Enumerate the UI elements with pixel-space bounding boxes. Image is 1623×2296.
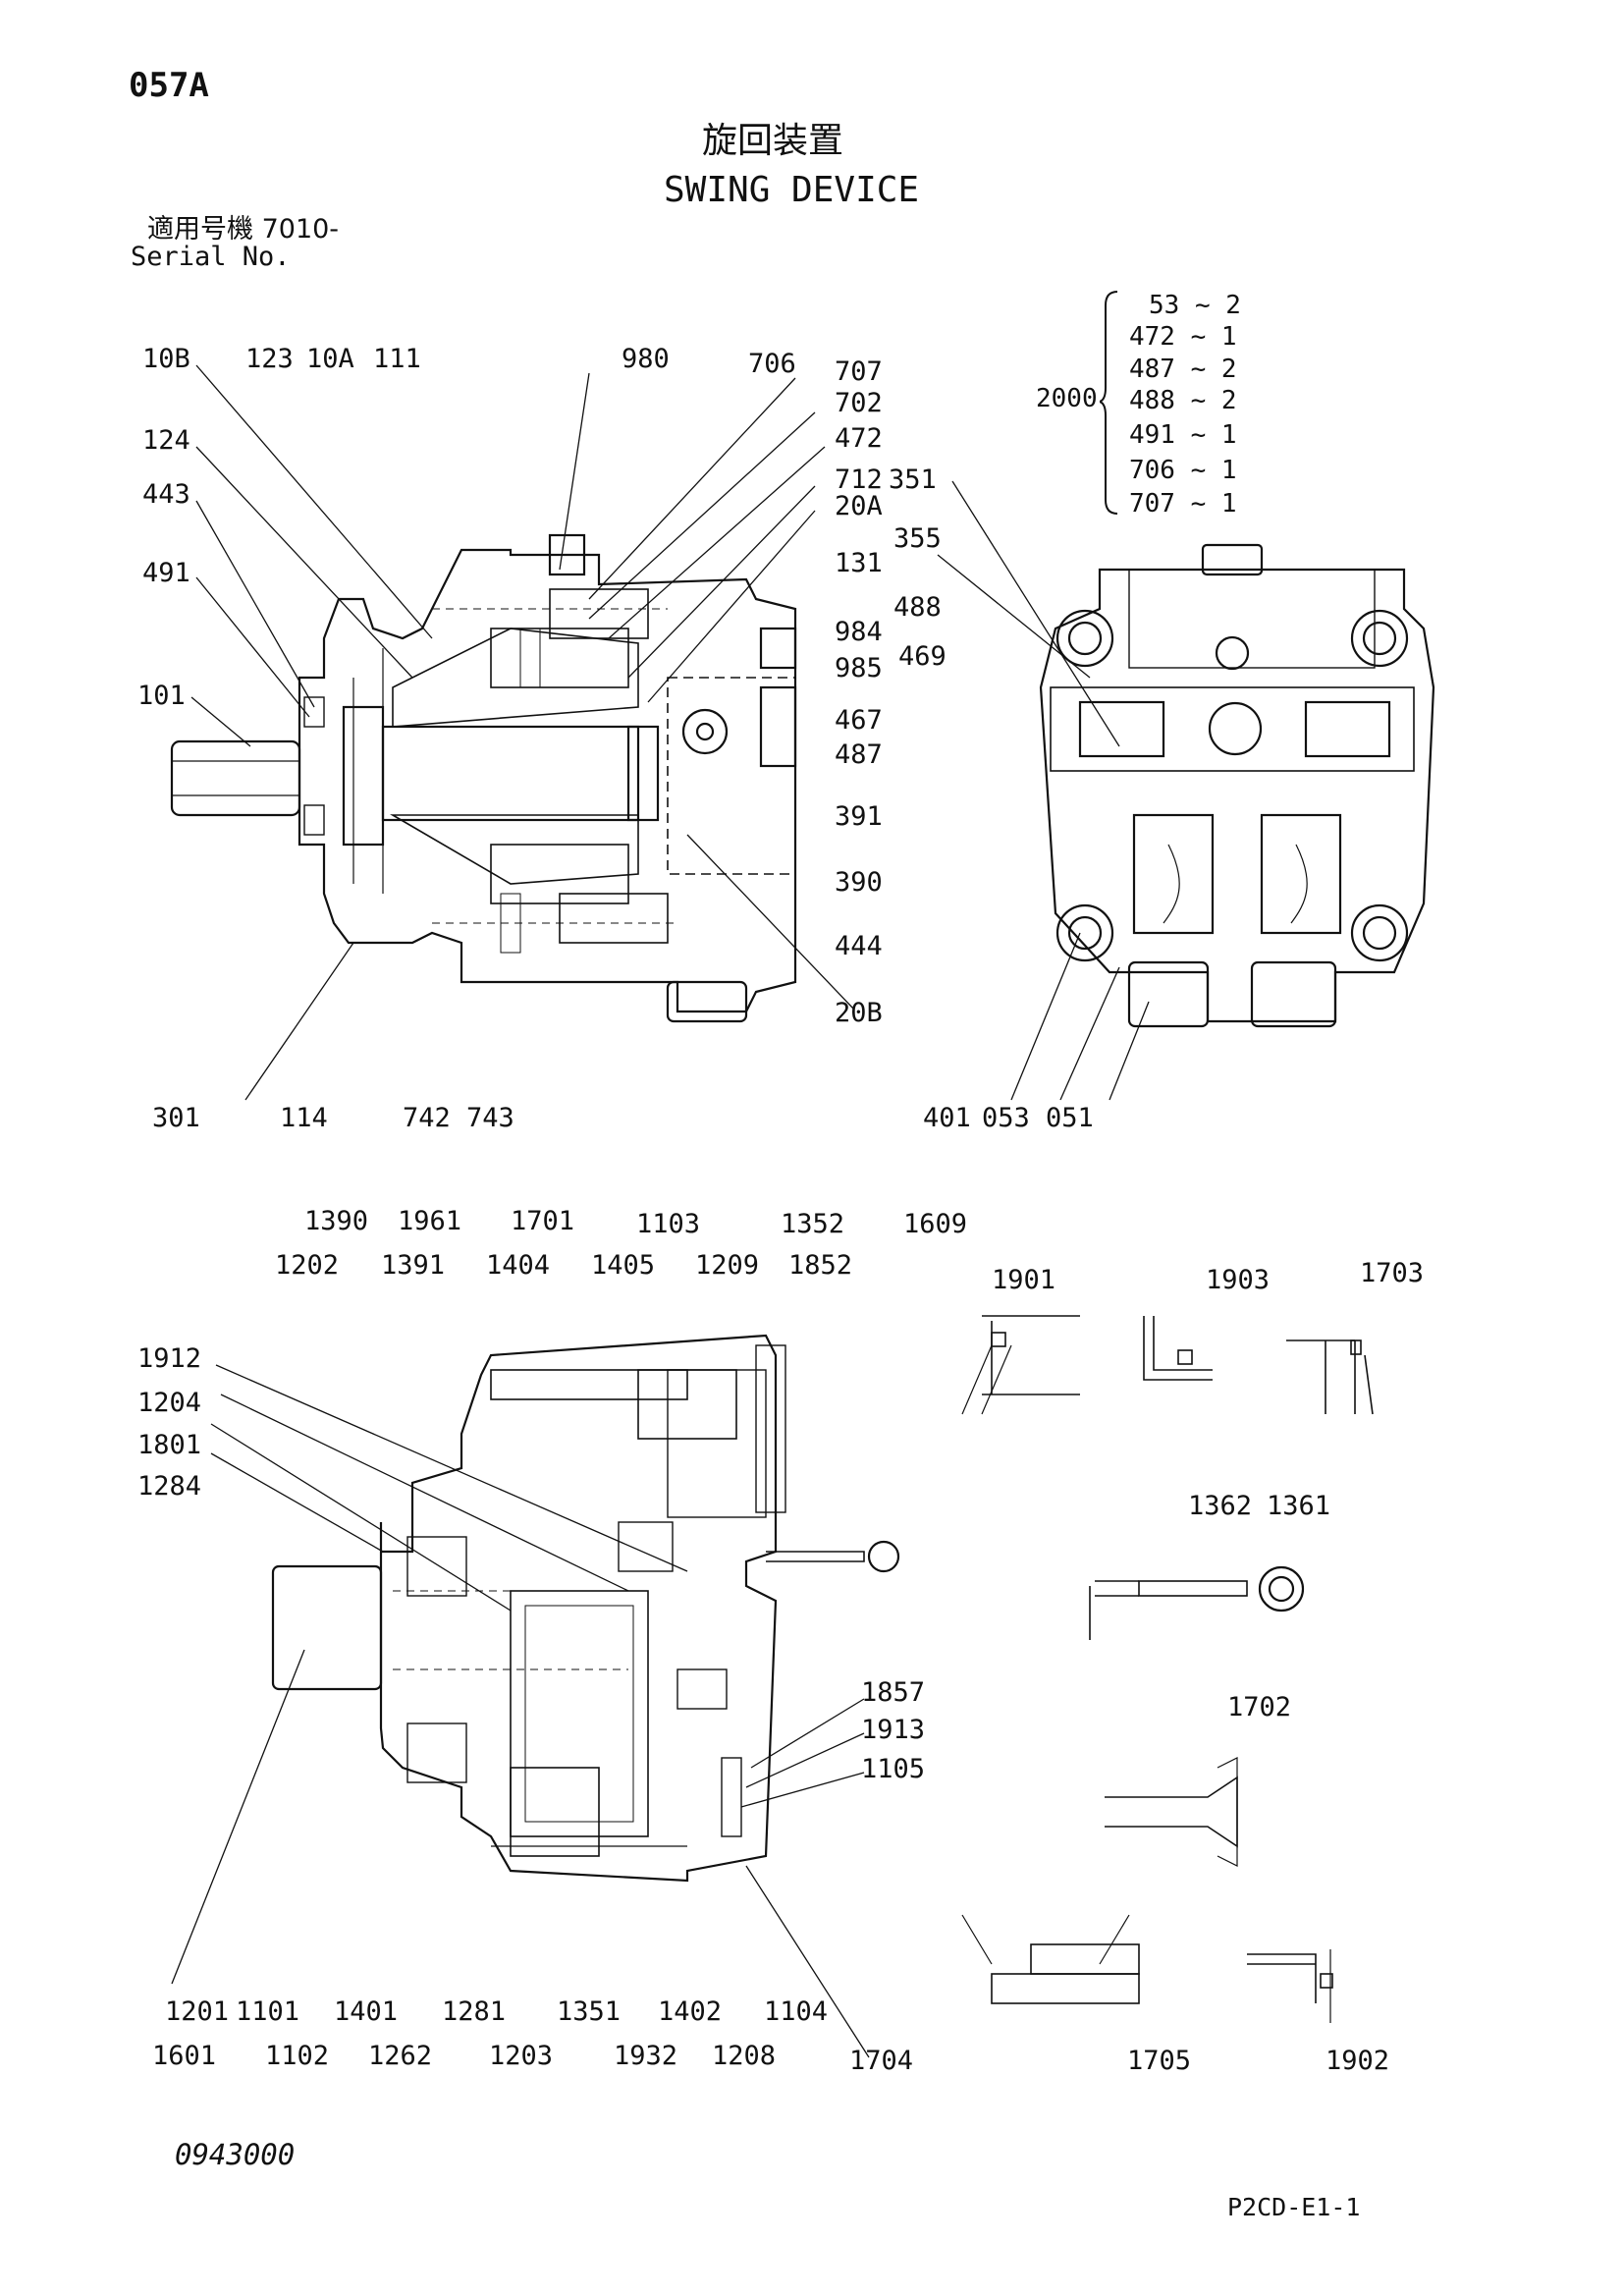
part-callout-391: 391 — [835, 801, 883, 832]
motor-side-view — [170, 533, 797, 1023]
part-callout-1351: 1351 — [557, 1996, 622, 2027]
kit-item: 707 ~ 1 — [1129, 489, 1237, 519]
part-callout-101: 101 — [137, 681, 186, 711]
part-callout-1961: 1961 — [398, 1206, 462, 1236]
part-callout-053: 053 — [982, 1103, 1030, 1133]
part-callout-390: 390 — [835, 867, 883, 898]
part-callout-1913: 1913 — [861, 1715, 926, 1745]
part-callout-1209: 1209 — [695, 1250, 760, 1281]
part-callout-114: 114 — [280, 1103, 328, 1133]
part-callout-10B: 10B — [142, 344, 190, 374]
part-callout-124: 124 — [142, 425, 190, 456]
part-callout-355: 355 — [893, 523, 942, 554]
part-callout-1391: 1391 — [381, 1250, 446, 1281]
part-callout-1704: 1704 — [849, 2046, 914, 2076]
part-callout-1202: 1202 — [275, 1250, 340, 1281]
part-callout-980: 980 — [622, 344, 670, 374]
part-callout-443: 443 — [142, 479, 190, 510]
part-callout-1703: 1703 — [1360, 1258, 1425, 1288]
part-callout-712: 712 — [835, 465, 883, 495]
part-callout-707: 707 — [835, 356, 883, 387]
part-callout-1281: 1281 — [442, 1996, 507, 2027]
part-callout-706: 706 — [748, 349, 796, 379]
part-callout-351: 351 — [889, 465, 937, 495]
serial-label-japanese: 適用号機 7010- — [147, 214, 340, 245]
part-callout-111: 111 — [373, 344, 421, 374]
part-callout-1404: 1404 — [486, 1250, 551, 1281]
reduction-gear-view — [271, 1334, 900, 1883]
part-callout-1390: 1390 — [304, 1206, 369, 1236]
part-callout-1201: 1201 — [165, 1996, 230, 2027]
kit-item: 53 ~ 2 — [1149, 291, 1241, 320]
part-callout-1103: 1103 — [636, 1209, 701, 1239]
page-code: 057A — [129, 66, 209, 105]
part-callout-1284: 1284 — [137, 1471, 202, 1502]
title-english: SWING DEVICE — [664, 170, 920, 210]
title-japanese: 旋回装置 — [702, 121, 844, 161]
part-callout-1912: 1912 — [137, 1343, 202, 1374]
part-callout-1852: 1852 — [788, 1250, 853, 1281]
part-callout-985: 985 — [835, 653, 883, 683]
part-callout-1101: 1101 — [236, 1996, 300, 2027]
part-callout-488: 488 — [893, 592, 942, 623]
kit-item: 488 ~ 2 — [1129, 386, 1237, 415]
part-callout-1405: 1405 — [591, 1250, 656, 1281]
part-callout-444: 444 — [835, 931, 883, 961]
part-callout-742: 742 — [403, 1103, 451, 1133]
document-number: 0943000 — [175, 2138, 296, 2171]
kit-number: 2000 — [1036, 384, 1098, 413]
part-callout-1401: 1401 — [334, 1996, 399, 2027]
part-callout-301: 301 — [152, 1103, 200, 1133]
part-callout-20A: 20A — [835, 491, 883, 521]
part-callout-743: 743 — [466, 1103, 514, 1133]
leader-lines — [171, 364, 1150, 2058]
part-callout-1104: 1104 — [764, 1996, 829, 2027]
part-callout-1208: 1208 — [712, 2041, 777, 2071]
part-callout-1362: 1362 — [1188, 1491, 1253, 1521]
part-callout-10A: 10A — [306, 344, 354, 374]
part-callout-1352: 1352 — [781, 1209, 845, 1239]
sheet-code: P2CD-E1-1 — [1227, 2193, 1361, 2221]
part-callout-401: 401 — [923, 1103, 971, 1133]
part-callout-1102: 1102 — [265, 2041, 330, 2071]
part-callout-984: 984 — [835, 617, 883, 647]
part-callout-472: 472 — [835, 423, 883, 454]
part-callout-1601: 1601 — [152, 2041, 217, 2071]
part-callout-20B: 20B — [835, 998, 883, 1028]
part-callout-1801: 1801 — [137, 1430, 202, 1460]
kit-item: 706 ~ 1 — [1129, 456, 1237, 485]
kit-item: 491 ~ 1 — [1129, 420, 1237, 450]
part-callout-1361: 1361 — [1267, 1491, 1331, 1521]
kit-item: 487 ~ 2 — [1129, 355, 1237, 384]
part-callout-1701: 1701 — [511, 1206, 575, 1236]
part-callout-1203: 1203 — [489, 2041, 554, 2071]
detail-views — [961, 1315, 1374, 2023]
part-callout-1702: 1702 — [1227, 1692, 1292, 1722]
part-callout-131: 131 — [835, 548, 883, 578]
motor-end-view — [1039, 543, 1435, 1028]
part-callout-702: 702 — [835, 388, 883, 418]
part-callout-1903: 1903 — [1206, 1265, 1271, 1295]
part-callout-1204: 1204 — [137, 1388, 202, 1418]
serial-label-english: Serial No. — [131, 242, 291, 272]
kit-item: 472 ~ 1 — [1129, 322, 1237, 352]
part-callout-1402: 1402 — [658, 1996, 723, 2027]
part-callout-1932: 1932 — [614, 2041, 678, 2071]
part-callout-491: 491 — [142, 558, 190, 588]
part-callout-1609: 1609 — [903, 1209, 968, 1239]
part-callout-051: 051 — [1046, 1103, 1094, 1133]
part-callout-1262: 1262 — [368, 2041, 433, 2071]
part-callout-1901: 1901 — [992, 1265, 1056, 1295]
part-callout-487: 487 — [835, 739, 883, 770]
part-callout-1902: 1902 — [1325, 2046, 1390, 2076]
part-callout-1705: 1705 — [1127, 2046, 1192, 2076]
kit-brace — [1100, 291, 1118, 515]
part-callout-123: 123 — [245, 344, 294, 374]
part-callout-469: 469 — [898, 641, 947, 672]
part-callout-1105: 1105 — [861, 1754, 926, 1784]
part-callout-467: 467 — [835, 705, 883, 736]
part-callout-1857: 1857 — [861, 1677, 926, 1708]
